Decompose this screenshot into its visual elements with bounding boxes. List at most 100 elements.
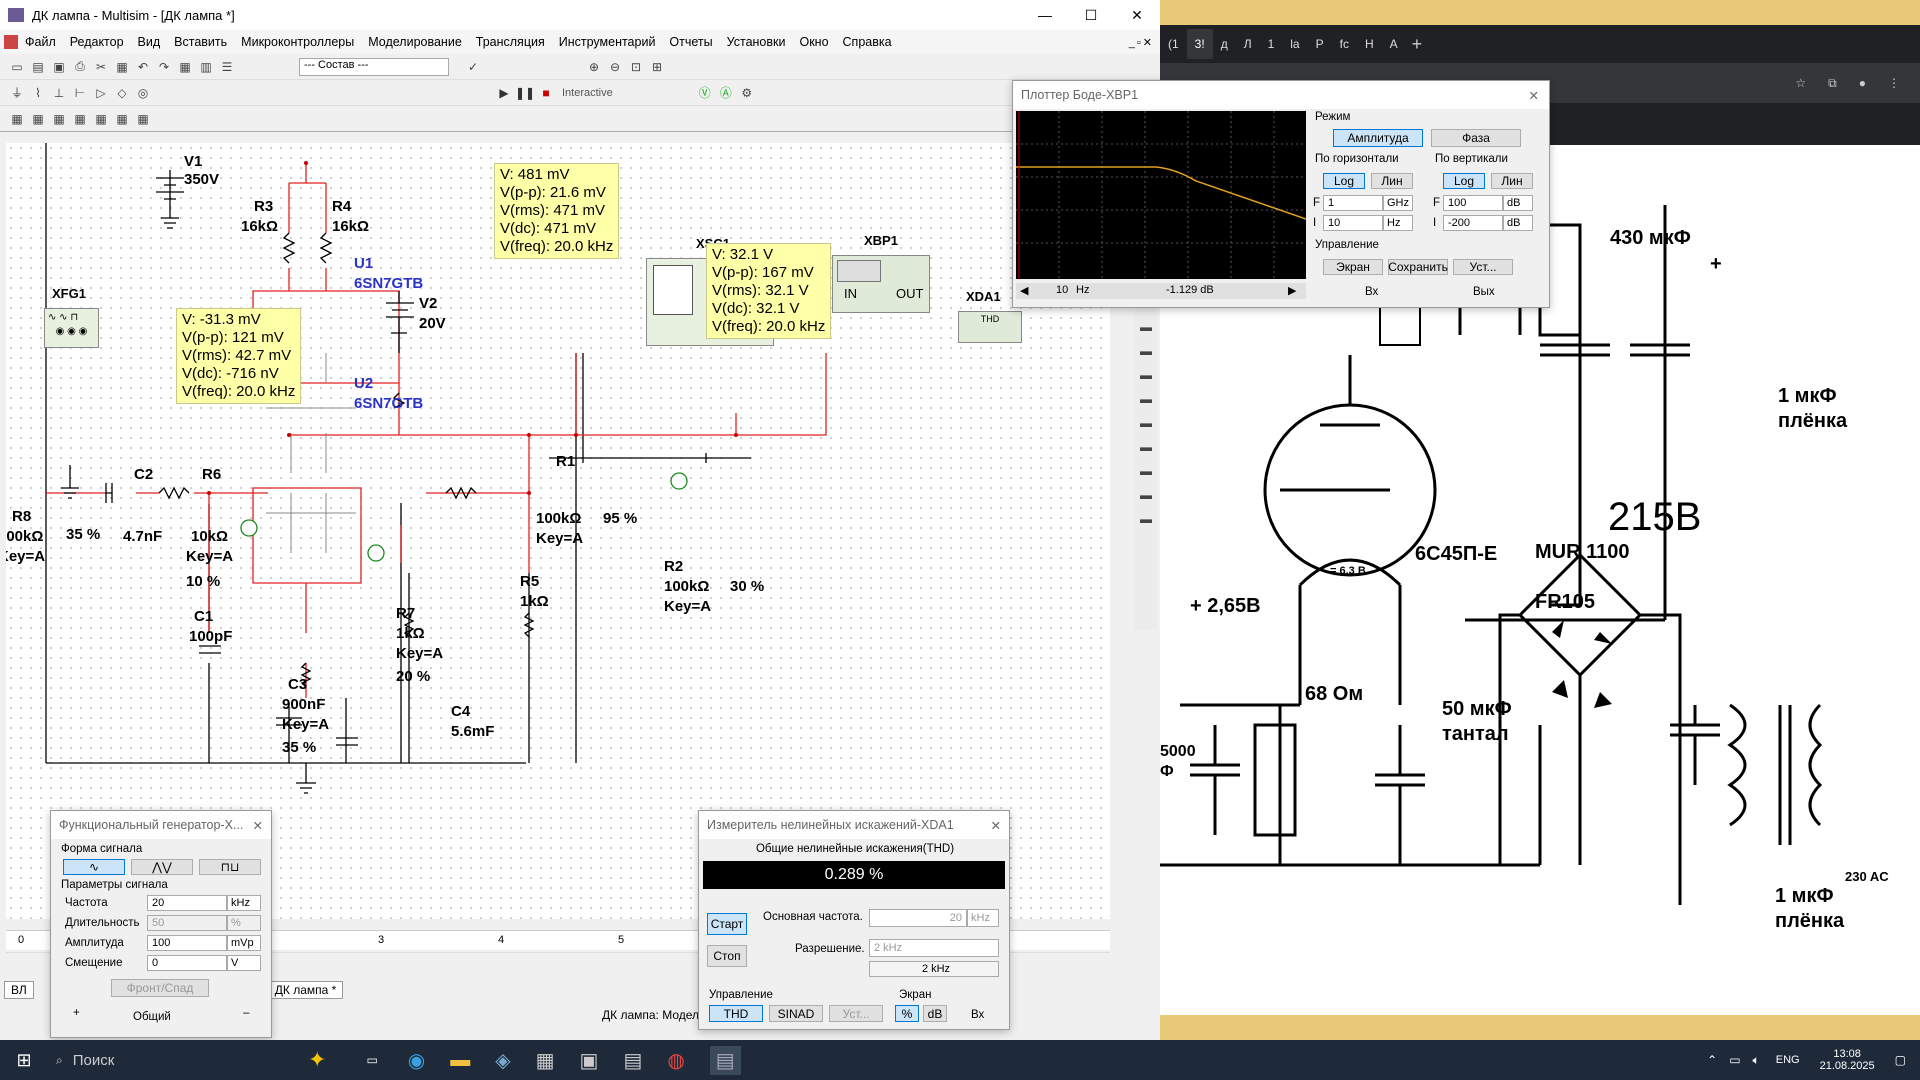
probe-readout-1[interactable]: V: 481 mV V(p-p): 21.6 mV V(rms): 471 mV… [494, 163, 620, 259]
instrument-icon[interactable]: ▬ [1140, 344, 1152, 358]
thd-mode-button[interactable]: THD [709, 1005, 763, 1022]
place-icon[interactable]: ⏚ [10, 86, 23, 100]
phase-button[interactable]: Фаза [1431, 129, 1521, 147]
sine-wave-button[interactable]: ∿ [63, 859, 125, 875]
language-indicator[interactable]: ENG [1775, 1054, 1800, 1066]
zoom-in-icon[interactable]: ⊕ [588, 59, 600, 74]
v-log-button[interactable]: Log [1443, 173, 1485, 189]
notifications-icon[interactable]: ▢ [1894, 1053, 1906, 1067]
cut-icon[interactable]: ✂ [95, 59, 107, 74]
new-icon[interactable]: ▭ [11, 59, 23, 74]
menu-view[interactable]: Вид [137, 35, 161, 49]
grid-icon[interactable]: ▦ [179, 59, 191, 74]
freq-input[interactable]: 20 [147, 895, 227, 911]
network-icon[interactable]: ▭ [1729, 1053, 1741, 1067]
browser-tab[interactable]: д [1220, 37, 1228, 51]
wire-icon[interactable]: ⌇ [35, 85, 41, 100]
menu-reports[interactable]: Отчеты [669, 35, 713, 49]
tab-dk-lamp[interactable]: ДК лампа * [267, 981, 344, 999]
instrument-icon[interactable]: ▦ [137, 111, 149, 126]
calculator-icon[interactable]: ▦ [535, 1049, 555, 1072]
multisim-taskbar-icon[interactable]: ▤ [709, 1045, 741, 1075]
table-icon[interactable]: ▥ [200, 59, 212, 74]
volume-icon[interactable]: 🔈︎ [1752, 1052, 1760, 1067]
browser-tab[interactable]: A [1389, 37, 1398, 51]
instrument-icon[interactable]: ▬ [1140, 368, 1152, 382]
menu-icon[interactable]: ⋮ [1888, 76, 1900, 90]
profile-icon[interactable]: ● [1858, 76, 1866, 90]
open-icon[interactable]: ▤ [32, 59, 44, 74]
resolution-select[interactable]: 2 kHz [869, 939, 999, 957]
menu-tools[interactable]: Инструментарий [558, 35, 656, 49]
instrument-icon[interactable]: ▦ [11, 111, 23, 126]
start-button[interactable]: Старт [707, 913, 747, 935]
browser-tab[interactable]: 3! [1186, 29, 1213, 59]
save-button[interactable]: Сохранить [1388, 259, 1448, 275]
pause-icon[interactable]: ❚❚ [514, 85, 536, 100]
menu-insert[interactable]: Вставить [174, 35, 228, 49]
browser-tab[interactable]: fc [1339, 37, 1349, 51]
tab-vl[interactable]: ВЛ [4, 981, 34, 999]
menu-mcu[interactable]: Микроконтроллеры [241, 35, 355, 49]
arrow-left-icon[interactable]: ◀ [1020, 285, 1029, 297]
db-button[interactable]: dB [923, 1005, 947, 1022]
task-view-icon[interactable]: ▭ [366, 1053, 378, 1067]
extensions-icon[interactable]: ⧉ [1828, 75, 1837, 90]
menu-transfer[interactable]: Трансляция [475, 35, 545, 49]
probe-icon[interactable]: ✓ [467, 59, 479, 74]
windows-start-icon[interactable]: ⊞ [16, 1049, 32, 1070]
h-log-button[interactable]: Log [1323, 173, 1365, 189]
stop-icon[interactable]: ■ [542, 85, 550, 100]
explorer-icon[interactable]: ▬ [450, 1048, 471, 1071]
setup-button[interactable]: Уст... [1453, 259, 1513, 275]
print-icon[interactable]: ⎙ [75, 59, 85, 73]
sinad-button[interactable]: SINAD [769, 1005, 823, 1022]
part-icon[interactable]: ▷ [96, 85, 106, 100]
bus-icon[interactable]: ⊥ [53, 85, 65, 100]
instrument-icon[interactable]: ▦ [74, 111, 86, 126]
instrument-icon[interactable]: ▦ [116, 111, 128, 126]
zoom-out-icon[interactable]: ⊖ [609, 59, 621, 74]
h-initial-input[interactable]: 10 [1323, 215, 1383, 231]
instrument-icon[interactable]: ▦ [53, 111, 65, 126]
list-icon[interactable]: ☰ [221, 59, 233, 74]
zoom-fit-icon[interactable]: ⊞ [651, 59, 663, 74]
screen-button[interactable]: Экран [1323, 259, 1383, 275]
edge-icon[interactable]: ◉ [407, 1049, 426, 1072]
instrument-icon[interactable]: ▬ [1140, 416, 1152, 430]
close-icon[interactable]: ✕ [252, 818, 263, 833]
v-final-input[interactable]: 100 [1443, 195, 1503, 211]
h-final-input[interactable]: 1 [1323, 195, 1383, 211]
junction-icon[interactable]: ⊢ [74, 85, 86, 100]
browser-tab[interactable]: P [1315, 37, 1324, 51]
undo-icon[interactable]: ↶ [137, 59, 149, 74]
probe-readout-2[interactable]: V: -31.3 mV V(p-p): 121 mV V(rms): 42.7 … [176, 308, 302, 404]
source-icon[interactable]: ◇ [117, 85, 127, 100]
square-wave-button[interactable]: ⊓⊔ [199, 859, 261, 875]
widgets-icon[interactable]: ✦ [308, 1047, 327, 1072]
minimize-button[interactable]: — [1038, 7, 1052, 23]
menu-simulate[interactable]: Моделирование [368, 35, 462, 49]
app-icon[interactable]: ◈ [495, 1049, 511, 1072]
component-dropdown[interactable]: --- Состав --- [299, 57, 449, 76]
redo-icon[interactable]: ↷ [158, 59, 170, 74]
stop-button[interactable]: Стоп [707, 945, 747, 967]
v-lin-button[interactable]: Лин [1491, 173, 1533, 189]
h-initial-unit[interactable]: Hz [1383, 215, 1413, 231]
tray-chevron-icon[interactable]: ⌃ [1707, 1053, 1718, 1067]
instrument-icon[interactable]: ▦ [95, 111, 107, 126]
app-icon[interactable]: ▣ [579, 1049, 599, 1072]
instrument-icon[interactable]: ▬ [1140, 440, 1152, 454]
interactive-label[interactable]: Interactive [562, 86, 613, 99]
percent-button[interactable]: % [895, 1005, 919, 1022]
menu-help[interactable]: Справка [842, 35, 892, 49]
bode-plot-area[interactable] [1016, 111, 1306, 279]
gear-icon[interactable]: ⚙ [741, 85, 753, 100]
instrument-icon[interactable]: ▦ [32, 111, 44, 126]
instrument-icon[interactable]: ▬ [1140, 512, 1152, 526]
zoom-area-icon[interactable]: ⊡ [630, 59, 642, 74]
probe-readout-3[interactable]: V: 32.1 V V(p-p): 167 mV V(rms): 32.1 V … [706, 243, 832, 339]
browser-tab[interactable]: 1 [1267, 37, 1275, 51]
maximize-button[interactable]: ☐ [1084, 6, 1098, 23]
menu-file[interactable]: Файл [25, 35, 56, 49]
